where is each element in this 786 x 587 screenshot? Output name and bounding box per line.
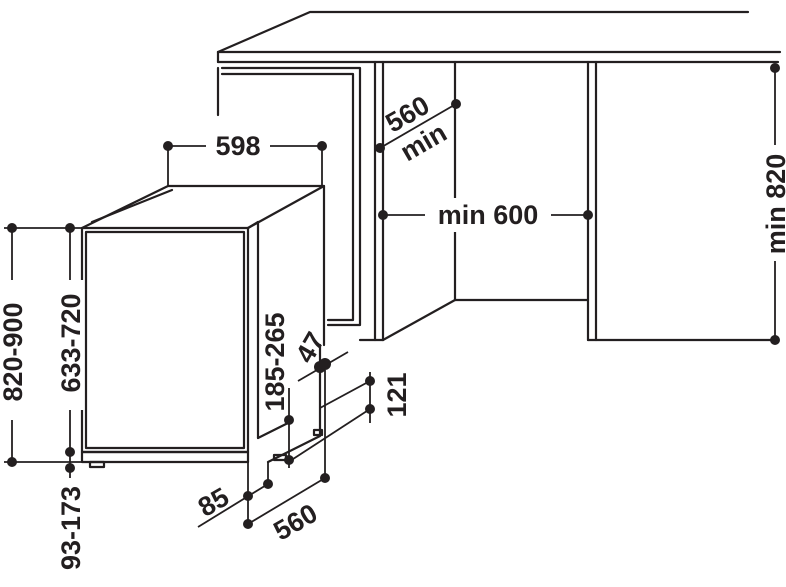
label-plinth-depth: 85 [193, 482, 234, 523]
dimension-door-offset: 185-265 [260, 312, 294, 468]
dimension-plinth-gap: 47 [290, 327, 349, 382]
dimension-appliance-height: 633-720 93-173 [56, 223, 86, 582]
right-cabinet [586, 60, 777, 342]
label-niche-min-height: min 820 [761, 154, 786, 255]
dishwasher [80, 184, 326, 469]
label-plinth-height: 121 [382, 372, 412, 417]
label-foot-height: 93-173 [56, 486, 86, 570]
label-niche-height: 820-900 [0, 302, 28, 401]
dimension-niche-depth: 560 min [375, 90, 461, 167]
label-appliance-depth: 560 [268, 498, 322, 547]
dimension-niche-height: 820-900 [0, 223, 82, 467]
label-niche-width: min 600 [438, 200, 539, 230]
dimension-width-598: 598 [163, 128, 327, 186]
left-cabinet-panel [216, 60, 385, 342]
dimension-plinth-height: 121 [289, 372, 412, 462]
label-appliance-width: 598 [215, 131, 260, 161]
label-appliance-height: 633-720 [56, 293, 86, 392]
dimension-niche-width: min 600 [378, 198, 593, 232]
dimension-niche-min-height: min 820 [758, 63, 786, 345]
label-door-offset: 185-265 [260, 312, 290, 411]
countertop [216, 10, 782, 64]
